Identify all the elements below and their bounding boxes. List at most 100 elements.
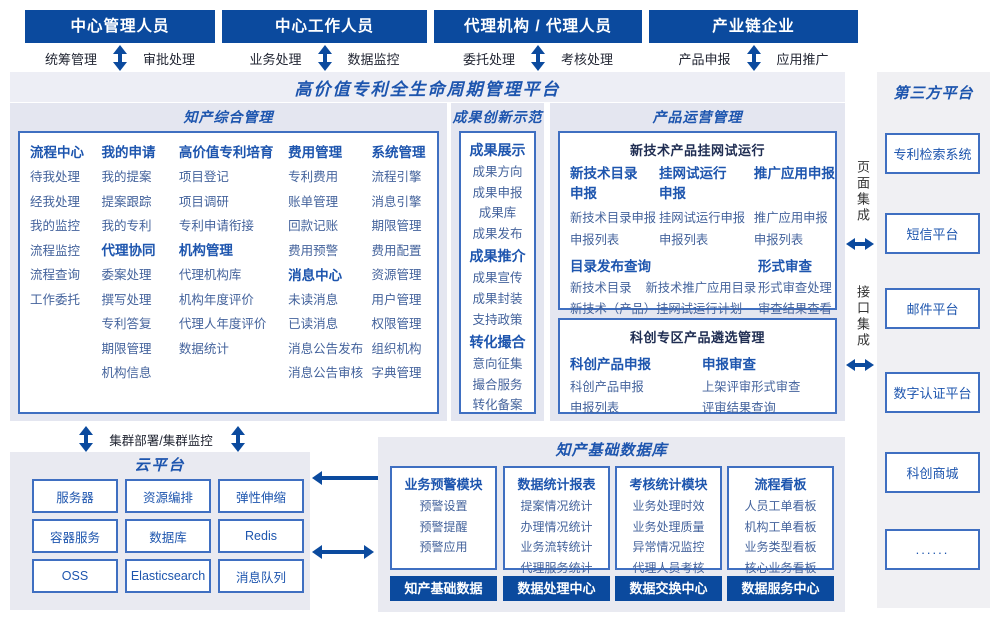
menu-item: 新技术（产品）挂网试运行计划: [570, 301, 743, 316]
api-integration-label: 接口集成: [855, 285, 870, 349]
group-sci-product-application: 科创产品申报 科创产品申报 申报列表: [570, 350, 702, 417]
group-header: 代理协同: [101, 243, 156, 259]
trial-groups: 新技术目录 申报 新技术目录申报 申报列表 挂网试运行 申报 挂网试运行申报 申…: [560, 159, 835, 250]
achievement-column: 成果展示 成果方向 成果申报 成果库 成果发布 成果推介 成果宣传 成果封装 支…: [461, 133, 534, 416]
menu-item: 新技术目录: [570, 281, 632, 296]
group-header: 转化撮合: [469, 334, 526, 351]
menu-item: 消息公告审核: [288, 366, 364, 381]
module-business-warning: 业务预警模块 预警设置 预警提醒 预警应用 知产基础数据: [390, 437, 497, 612]
menu-item: 核心业务看板: [744, 560, 817, 575]
role-functions: 统筹管理 审批处理: [25, 44, 215, 72]
menu-item: 我的提案: [101, 170, 152, 185]
panel-achievement-demo: 成果创新示范 成果展示 成果方向 成果申报 成果库 成果发布 成果推介 成果宣传…: [451, 103, 544, 421]
menu-item: 我的监控: [30, 219, 81, 234]
left-arrow-icon: [312, 471, 388, 485]
role-function-label: 数据监控: [347, 51, 400, 67]
group-header: 业务预警模块: [404, 477, 483, 492]
menu-item: 成果发布: [472, 226, 523, 241]
menu-item: 申报列表: [659, 233, 709, 247]
selection-groups: 科创产品申报 科创产品申报 申报列表 申报审查 上架评审形式审查 评审结果查询: [560, 346, 835, 417]
data-center-bar: 数据服务中心: [727, 576, 834, 601]
data-center-bar: 数据处理中心: [503, 576, 610, 601]
menu-item: 业务流转统计: [520, 540, 593, 554]
menu-item: 挂网试运行申报: [659, 211, 746, 225]
menu-item: 形式审查处理: [758, 281, 832, 296]
group-header: 费用管理: [288, 145, 343, 161]
cloud-service: 服务器: [32, 479, 118, 513]
menu-item: 申报列表: [570, 233, 620, 247]
role-functions: 产品申报 应用推广: [649, 44, 858, 72]
menu-item: 审查结果查看: [758, 301, 832, 316]
role-function-label: 考核处理: [561, 51, 614, 67]
menu-item: 申报列表: [753, 233, 804, 247]
menu-item: 代理服务统计: [520, 560, 593, 575]
menu-item: 新技术推广应用目录: [645, 281, 757, 296]
panel-ip-database: 知产基础数据库 业务预警模块 预警设置 预警提醒 预警应用 知产基础数据 数据统…: [378, 437, 845, 612]
menu-item: 业务类型看板: [744, 540, 817, 554]
menu-item: 字典管理: [371, 366, 422, 381]
menu-item: 推广应用申报: [753, 211, 828, 225]
panel-product-operations: 产品运营管理 新技术产品挂网试运行 新技术目录 申报 新技术目录申报 申报列表 …: [550, 103, 845, 421]
sub-box-title: 科创专区产品遴选管理: [629, 330, 765, 345]
menu-item: 成果库: [478, 206, 517, 221]
panel-box: 流程中心 待我处理 经我处理 我的监控 流程监控 流程查询 工作委托 我的申请 …: [18, 131, 439, 414]
role-center-staff: 中心工作人员 业务处理 数据监控: [222, 10, 427, 72]
role-function-label: 统筹管理: [44, 51, 97, 67]
group-header: 成果展示: [469, 142, 526, 158]
column-my-application: 我的申请 我的提案 提案跟踪 我的专利 代理协同 委案处理 撰写处理 专利答复 …: [101, 139, 178, 384]
menu-item: 提案情况统计: [520, 499, 593, 513]
menu-item: 人员工单看板: [744, 499, 817, 513]
menu-item: 成果申报: [472, 185, 523, 200]
group-header: 消息中心: [288, 267, 343, 283]
menu-item: 费用配置: [371, 243, 422, 258]
menu-item: 业务处理时效: [632, 499, 705, 513]
product-selection-box: 科创专区产品遴选管理 科创产品申报 科创产品申报 申报列表 申报审查 上架评审形…: [558, 318, 837, 417]
menu-item: 期限管理: [371, 219, 422, 234]
group-application-review: 申报审查 上架评审形式审查 评审结果查询: [702, 350, 800, 417]
menu-item: 待我处理: [30, 170, 81, 185]
menu-item: 账单管理: [288, 194, 339, 209]
panel-title: 产品运营管理: [652, 109, 743, 125]
menu-item: 撰写处理: [101, 292, 152, 307]
horizontal-double-arrow-icon: [312, 545, 374, 559]
menu-item: 专利申请衔接: [178, 219, 254, 234]
cloud-service: 消息队列: [218, 559, 304, 593]
menu-item: 用户管理: [371, 292, 422, 307]
catalog-review-row: 目录发布查询 新技术目录 新技术推广应用目录 新技术（产品）挂网试运行计划 形式…: [560, 252, 835, 318]
third-party-system: 邮件平台: [885, 288, 980, 329]
menu-item: 流程引擎: [371, 170, 422, 185]
menu-item: 科创产品申报: [570, 379, 644, 394]
trial-operation-box: 新技术产品挂网试运行 新技术目录 申报 新技术目录申报 申报列表 挂网试运行 申…: [558, 131, 837, 316]
module-process-kanban: 流程看板 人员工单看板 机构工单看板 业务类型看板 核心业务看板 数据服务中心: [727, 437, 834, 612]
menu-item: 数据统计: [178, 341, 229, 356]
menu-item: 代理人员考核: [632, 560, 705, 575]
menu-item: 期限管理: [101, 341, 152, 356]
group-trial-application: 挂网试运行 申报 挂网试运行申报 申报列表: [659, 164, 754, 250]
group-header: 科创产品申报: [570, 356, 651, 372]
vertical-double-arrow-icon: [317, 45, 332, 71]
menu-item: 消息引擎: [371, 194, 422, 209]
menu-item: 流程查询: [30, 268, 81, 283]
group-formal-review: 形式审查 形式审查处理 审查结果查看: [758, 252, 832, 318]
role-header: 中心管理人员: [25, 10, 215, 43]
menu-item: 撮合服务: [472, 377, 523, 392]
module-box: 业务预警模块 预警设置 预警提醒 预警应用: [390, 466, 497, 570]
ip-columns: 流程中心 待我处理 经我处理 我的监控 流程监控 流程查询 工作委托 我的申请 …: [20, 133, 437, 384]
group-header: 流程中心: [30, 145, 84, 161]
panel-cloud-platform: 云平台 服务器 资源编排 弹性伸缩 容器服务 数据库 Redis OSS Ela…: [10, 452, 310, 610]
menu-item: 机构信息: [101, 366, 152, 381]
module-assessment-statistics: 考核统计模块 业务处理时效 业务处理质量 异常情况监控 代理人员考核 数据交换中…: [615, 437, 722, 612]
menu-item: 未读消息: [288, 292, 339, 307]
group-header: 流程看板: [754, 477, 807, 492]
menu-item: 机构年度评价: [178, 292, 254, 307]
module-box: 流程看板 人员工单看板 机构工单看板 业务类型看板 核心业务看板: [727, 466, 834, 575]
column-patent-cultivation: 高价值专利培育 项目登记 项目调研 专利申请衔接 机构管理 代理机构库 机构年度…: [179, 139, 288, 384]
menu-item: 专利费用: [288, 170, 339, 185]
menu-item: 项目登记: [178, 170, 229, 185]
group-header: 挂网试运行 申报: [659, 166, 727, 201]
menu-item: 预警应用: [419, 540, 468, 554]
cluster-label: 集群部署/集群监控: [109, 434, 213, 448]
menu-item: 评审结果查询: [702, 400, 776, 415]
menu-item: 工作委托: [30, 292, 81, 307]
cloud-service: 数据库: [125, 519, 211, 553]
